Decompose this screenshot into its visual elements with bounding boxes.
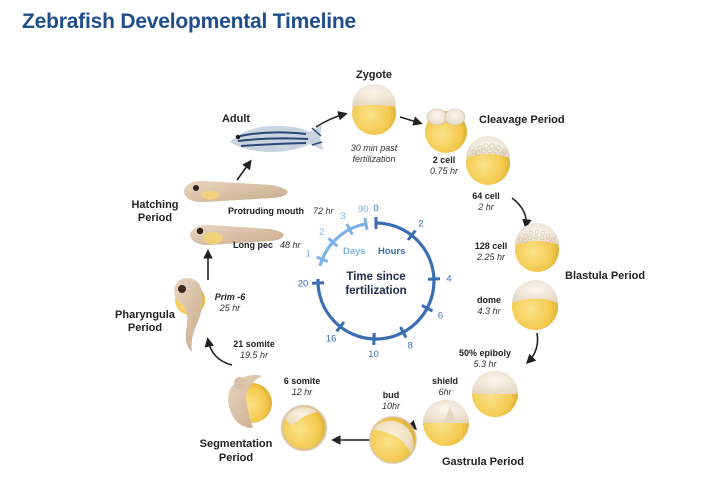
one28-cell-time: 2.25 hr [476,252,506,262]
segmentation-title-2: Period [219,452,253,464]
blastula-title: Blastula Period [565,270,645,282]
sixtyfour-cell-stage: 64 cell 2 hr [466,136,510,212]
six-somite-stage: 6 somite 12 hr [280,376,328,452]
clock-days-label: Days [343,246,366,257]
hours-tick-label: 0 [373,203,378,214]
adult-fish: Adult [222,113,323,152]
twentyone-somite-time: 19.5 hr [240,350,269,360]
bud-time: 10hr [382,401,401,411]
hatching-title-2: Period [138,212,172,224]
days-tick-mark [363,217,369,231]
hours-tick-label: 2 [418,219,423,230]
hours-tick-mark [421,304,434,313]
six-somite-label: 6 somite [284,376,321,386]
cleavage-title: Cleavage Period [479,114,565,126]
long-pec-stage: Long pec 48 hr [190,224,302,250]
two-cell-stage: 2 cell 0.75 hr Cleavage Period [425,108,565,176]
long-pec-time: 48 hr [280,240,302,250]
epiboly-label: 50% epiboly [459,348,511,358]
hours-tick-label: 6 [438,310,443,321]
shield-label: shield [432,376,458,386]
adult-title: Adult [222,113,250,125]
hours-tick-label: 20 [298,279,309,290]
hatching-title-1: Hatching [131,199,178,211]
prim6-time: 25 hr [219,303,242,313]
arrow-zygote-to-cleavage [399,116,423,126]
sixtyfour-cell-time: 2 hr [477,202,495,212]
zygote-time-line1: 30 min past [351,143,398,153]
hours-tick-mark [406,229,417,241]
segmentation-title-1: Segmentation [200,438,273,450]
days-tick-mark [327,237,339,248]
hours-tick-label: 4 [446,274,451,285]
arrow-hatching-to-adult [236,159,252,181]
twentyone-somite-stage: 21 somite 19.5 hr Segmentation Period [200,339,275,464]
bud-label: bud [383,390,400,400]
hours-tick-label: 10 [368,349,379,360]
dome-stage: dome 4.3 hr [477,280,558,330]
protruding-mouth-stage: Protruding mouth 72 hr Hatching Period [131,180,335,224]
arrow-segmentation-to-pharyngula [204,337,233,366]
bud-stage: bud 10hr [369,390,417,464]
two-cell-label: 2 cell [433,155,456,165]
sixtyfour-cell-label: 64 cell [472,191,500,201]
clock-center-line1: Time since [346,271,405,283]
prim6-label: Prim -6 [215,292,247,302]
epiboly-time: 5.3 hr [473,359,497,369]
two-cell-time: 0.75 hr [430,166,459,176]
pharyngula-title-1: Pharyngula [115,309,176,321]
protruding-mouth-time: 72 hr [313,206,335,216]
long-pec-label: Long pec [233,240,273,250]
one28-cell-stage: 128 cell 2.25 hr Blastula Period [475,223,645,282]
clock-hours-label: Hours [378,246,405,257]
zygote-title: Zygote [356,69,392,81]
dome-time: 4.3 hr [477,306,501,316]
pharyngula-title-2: Period [128,322,162,334]
hours-arc [316,221,436,341]
hours-tick-mark [399,326,408,339]
hours-tick-label: 16 [326,334,337,345]
twentyone-somite-label: 21 somite [233,339,275,349]
zygote-time-line2: fertilization [352,154,395,164]
protruding-mouth-label: Protruding mouth [228,206,304,216]
shield-stage: shield 6hr Gastrula Period [423,376,524,468]
cycle-arrows [203,111,539,445]
one28-cell-label: 128 cell [475,241,508,251]
arrow-blastula-to-gastrula [525,332,539,365]
zygote-stage: Zygote 30 min past fertilization [351,69,398,164]
days-tick-mark [316,255,329,263]
arrow-cleavage-to-blastula [511,197,532,229]
page-title: Zebrafish Developmental Timeline [22,10,356,33]
six-somite-time: 12 hr [292,387,314,397]
hours-tick-label: 8 [408,341,413,352]
epiboly-stage: 50% epiboly 5.3 hr [459,348,518,417]
gastrula-title: Gastrula Period [442,456,524,468]
days-tick-label: 2 [319,227,324,238]
days-tick-label: 90 [358,204,369,215]
days-tick-label: 1 [306,249,311,260]
arrow-adult-to-zygote [315,111,348,128]
dome-label: dome [477,295,501,305]
hours-tick-mark [335,321,346,333]
days-tick-mark [345,223,354,236]
clock-center-line2: fertilization [345,285,406,297]
shield-time: 6hr [438,387,452,397]
prim6-stage: Prim -6 25 hr Pharyngula Period [115,278,246,352]
days-tick-label: 3 [340,211,345,222]
